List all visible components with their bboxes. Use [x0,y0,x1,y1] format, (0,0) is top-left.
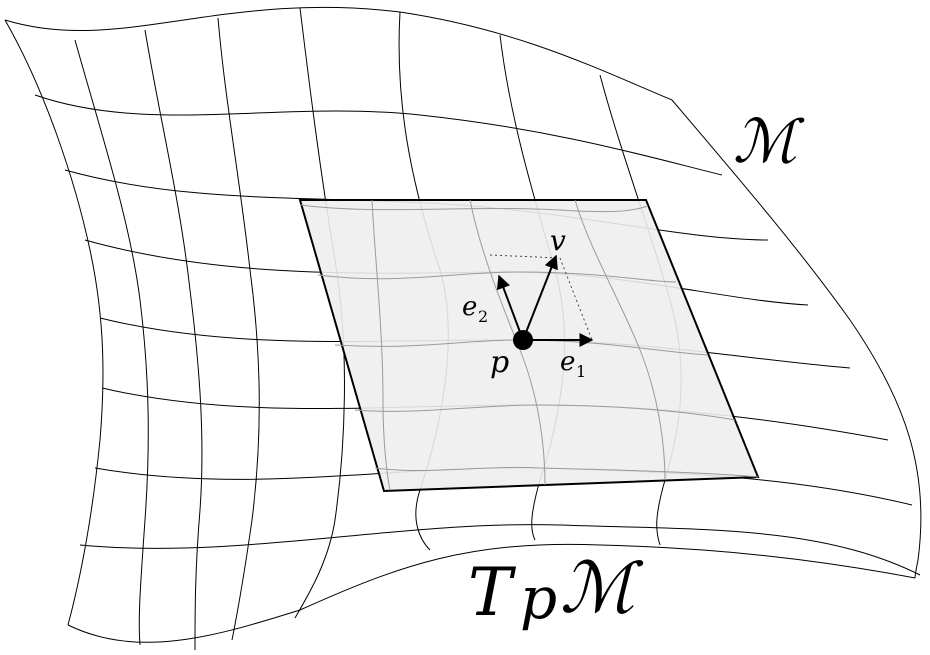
vectors [496,254,594,347]
mesh-col [4,19,104,626]
mesh-row [4,6,673,101]
mesh-row [34,94,723,176]
label-basis-e1-subscript: 1 [576,362,586,381]
label-vector-v: v [550,224,566,257]
plane-grid-line [317,271,677,283]
mesh-col [294,7,345,619]
mesh-row [67,543,916,643]
label-basis-e1: e [560,347,575,377]
vector-v-arrow [522,254,558,341]
point-p [513,330,533,350]
label-tangent-space-p: p [520,564,557,632]
plane-grid-line [374,466,759,478]
label-point-p: p [490,345,509,380]
label-basis-e2: e [462,292,477,322]
label-tangent-space: T p ℳ [468,547,644,632]
plane-grid-line [354,404,736,421]
label-manifold: ℳ [733,107,805,177]
plane-grid-line [299,204,649,213]
mesh-col [217,17,260,641]
label-tangent-space-T: T [468,554,517,631]
label-basis-e2-subscript: 2 [478,307,488,326]
label-tangent-space-M: ℳ [560,547,644,629]
mesh-col [671,99,922,579]
dotted-line-top [489,254,561,259]
vector-decomposition [489,254,593,341]
plane-grid-line [469,199,546,486]
mesh-col [144,29,203,651]
plane-grid-line [574,199,666,481]
basis-e2-arrow [496,274,524,341]
plane-grid-line [371,199,391,491]
mesh-row [79,524,921,576]
mesh-col [74,39,149,646]
